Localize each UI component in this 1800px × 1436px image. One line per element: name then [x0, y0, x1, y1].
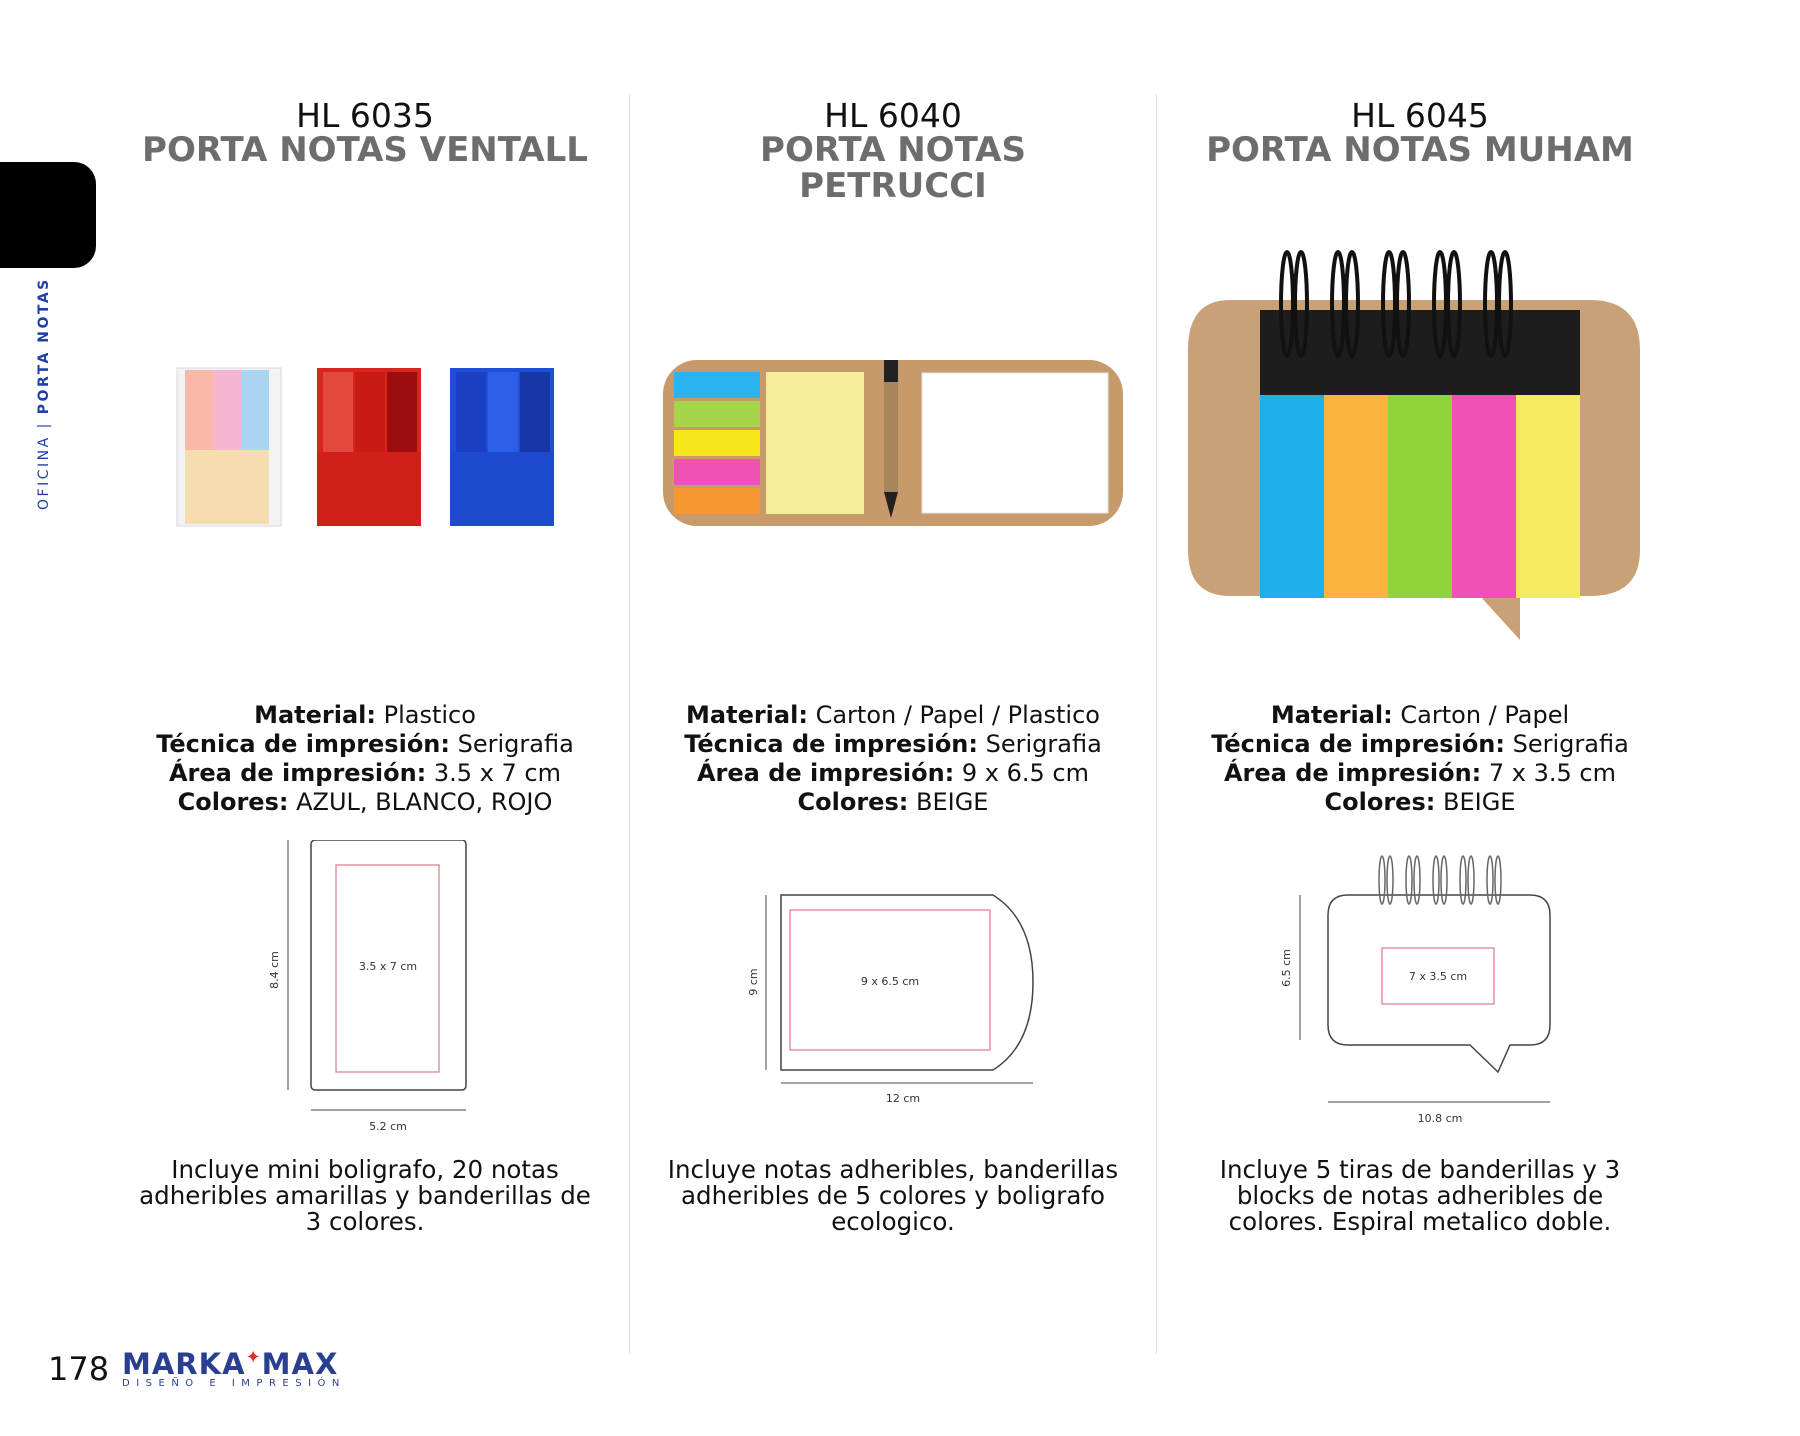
- technical-drawing: 8.4 cm 5.2 cm 3.5 x 7 cm: [268, 840, 467, 1133]
- spec-label: Material:: [686, 701, 808, 729]
- section-tab: [0, 162, 96, 268]
- spec-area: 9 x 6.5 cm: [961, 759, 1089, 787]
- column-divider: [629, 94, 630, 1354]
- print-area-label: 3.5 x 7 cm: [359, 960, 417, 973]
- print-area-label: 9 x 6.5 cm: [861, 975, 919, 988]
- product-hl6040: HL 6040 PORTA NOTAS PETRUCCI Material: C…: [633, 0, 1153, 1436]
- spec-tecnica: Serigrafia: [457, 730, 574, 758]
- spec-material: Carton / Papel: [1400, 701, 1570, 729]
- description-line: Incluye 5 tiras de banderillas y 3: [1219, 1155, 1621, 1184]
- product-description: Incluye notas adheribles, banderillas ad…: [633, 1157, 1153, 1235]
- description-line: ecologico.: [831, 1207, 955, 1236]
- spec-label: Técnica de impresión:: [156, 730, 450, 758]
- spec-label: Material:: [254, 701, 376, 729]
- spec-material: Plastico: [383, 701, 476, 729]
- product-specs: Material: Carton / Papel / Plastico Técn…: [633, 701, 1153, 817]
- brand-left: MARKA: [122, 1347, 246, 1381]
- description-line: adheribles amarillas y banderillas de: [139, 1181, 591, 1210]
- height-label: 9 cm: [747, 968, 760, 995]
- description-line: Incluye mini boligrafo, 20 notas: [171, 1155, 559, 1184]
- brand-logo: MARKA✦MAX DISEÑO E IMPRESIÓN: [122, 1347, 346, 1389]
- product-name: PORTA NOTAS PETRUCCI: [760, 132, 1026, 202]
- ventall-red: [317, 368, 421, 526]
- spiral-binding: [1279, 250, 1513, 358]
- product-photo-petrucci: [663, 360, 1123, 526]
- product-name: PORTA NOTAS VENTALL: [142, 130, 588, 170]
- spec-colores: AZUL, BLANCO, ROJO: [296, 788, 553, 816]
- current-category: PORTA NOTAS: [36, 277, 52, 415]
- product-description: Incluye mini boligrafo, 20 notas adherib…: [105, 1157, 625, 1235]
- product-code: HL 6040: [824, 96, 962, 135]
- product-description: Incluye 5 tiras de banderillas y 3 block…: [1160, 1157, 1680, 1235]
- spec-label: Área de impresión:: [696, 759, 955, 787]
- product-specs: Material: Carton / Papel Técnica de impr…: [1160, 701, 1680, 817]
- spec-colores: BEIGE: [915, 788, 989, 816]
- brand-right: MAX: [261, 1347, 339, 1381]
- product-name: PORTA NOTAS MUHAM: [1206, 130, 1634, 170]
- section-label: OFICINA | PORTA NOTAS: [36, 277, 52, 510]
- description-line: 3 colores.: [305, 1207, 425, 1236]
- print-area-label: 7 x 3.5 cm: [1409, 970, 1467, 983]
- spec-area: 7 x 3.5 cm: [1488, 759, 1616, 787]
- brand-wordmark: MARKA✦MAX: [122, 1347, 346, 1381]
- width-label: 12 cm: [886, 1092, 920, 1105]
- spec-area: 3.5 x 7 cm: [433, 759, 561, 787]
- spec-label: Colores:: [797, 788, 909, 816]
- spec-tecnica: Serigrafia: [1512, 730, 1629, 758]
- page-number: 178: [48, 1350, 110, 1388]
- height-label: 6.5 cm: [1280, 949, 1293, 987]
- technical-drawing: 9 cm 12 cm 9 x 6.5 cm: [747, 894, 1034, 1105]
- spec-label: Técnica de impresión:: [684, 730, 978, 758]
- spec-label: Área de impresión:: [168, 759, 427, 787]
- product-code: HL 6045: [1351, 96, 1489, 135]
- section-name: OFICINA: [36, 435, 52, 510]
- width-label: 5.2 cm: [369, 1120, 407, 1133]
- spec-label: Colores:: [177, 788, 289, 816]
- spec-material: Carton / Papel / Plastico: [815, 701, 1100, 729]
- spec-label: Técnica de impresión:: [1211, 730, 1505, 758]
- product-photo-muham: [1188, 250, 1640, 640]
- product-code: HL 6035: [296, 96, 434, 135]
- product-photo-ventall: [176, 367, 554, 527]
- spec-colores: BEIGE: [1442, 788, 1516, 816]
- product-specs: Material: Plastico Técnica de impresión:…: [105, 701, 625, 817]
- star-icon: ✦: [245, 1347, 262, 1368]
- product-hl6035: HL 6035 PORTA NOTAS VENTALL Material: Pl…: [105, 0, 625, 1436]
- ventall-blue: [450, 368, 554, 526]
- description-line: Incluye notas adheribles, banderillas: [667, 1155, 1119, 1184]
- section-separator: |: [36, 421, 52, 429]
- description-line: adheribles de 5 colores y boligrafo: [681, 1181, 1105, 1210]
- brand-tagline: DISEÑO E IMPRESIÓN: [122, 1378, 346, 1389]
- description-line: blocks de notas adheribles de: [1236, 1181, 1604, 1210]
- ventall-white: [176, 367, 282, 527]
- column-divider: [1156, 94, 1157, 1354]
- product-hl6045: HL 6045 PORTA NOTAS MUHAM Material: Cart…: [1160, 0, 1680, 1436]
- spec-label: Área de impresión:: [1223, 759, 1482, 787]
- spec-label: Colores:: [1324, 788, 1436, 816]
- technical-drawing: 6.5 cm 10.8 cm 7 x 3.5 cm: [1280, 855, 1551, 1125]
- height-label: 8.4 cm: [268, 951, 281, 989]
- spec-label: Material:: [1270, 701, 1393, 729]
- spiral-binding: [1378, 855, 1502, 905]
- width-label: 10.8 cm: [1418, 1112, 1463, 1125]
- spec-tecnica: Serigrafia: [985, 730, 1102, 758]
- description-line: colores. Espiral metalico doble.: [1228, 1207, 1612, 1236]
